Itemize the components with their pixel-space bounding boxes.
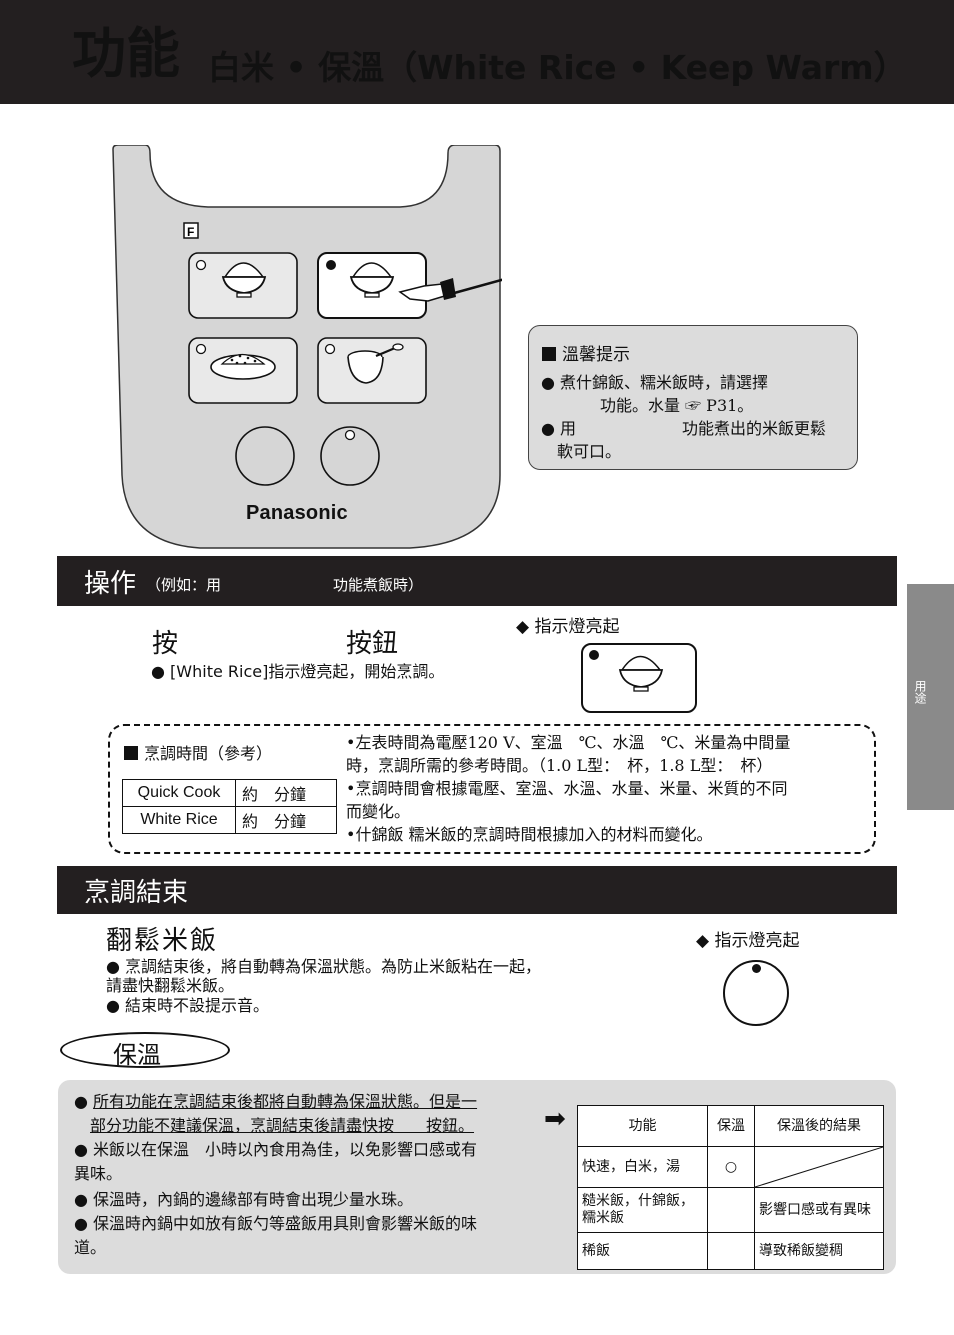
warm-bullet: ● 保溫時內鍋中如放有飯勺等盛飯用具則會影響米飯的味: [74, 1214, 478, 1233]
finish-bullet: 請盡快翻鬆米飯。: [106, 976, 235, 995]
indicator-lit-label: ◆ 指示燈亮起: [516, 617, 620, 637]
step-press: 按: [152, 629, 179, 659]
cooking-time-table: Quick Cook 約 分鐘 White Rice 約 分鐘: [122, 779, 337, 834]
tips-title-text: 溫馨提示: [562, 345, 630, 365]
side-tab: [907, 584, 954, 810]
cook-mode-time: 約 分鐘: [235, 779, 337, 807]
cook-note-line: •什錦飯 糯米飯的烹調時間根據加入的材料而變化。: [346, 825, 713, 844]
header-bar: [0, 0, 954, 104]
tips-box: [528, 325, 858, 470]
table-row: 快速，白米，湯 ○: [577, 1146, 884, 1188]
warm-note-underlined-1: 所有功能在烹調結束後都將自動轉為保溫狀態。但是一: [93, 1092, 478, 1111]
warm-bullet: ● 保溫時，內鍋的邊緣部有時會出現少量水珠。: [74, 1190, 414, 1209]
white-rice-button: [317, 252, 427, 319]
table-row: 糙米飯，什錦飯，糯米飯 影響口感或有異味: [577, 1187, 884, 1233]
table-header: 保溫後的結果: [754, 1105, 884, 1147]
cook-note-line: 時，烹調所需的參考時間。（1.0 L型： 杯，1.8 L型： 杯）: [346, 756, 773, 775]
tips-title: 溫馨提示: [542, 340, 630, 365]
table-cell-warm: ○: [707, 1146, 755, 1188]
tip-line-3b: 功能煮出的米飯更鬆: [682, 419, 827, 438]
warm-note-underlined-2: 部分功能不建議保溫，烹調結束後請盡快按 按鈕。: [90, 1116, 475, 1135]
brown-rice-button: [188, 337, 298, 404]
table-cell-warm: [707, 1187, 755, 1233]
start-button: [235, 426, 295, 486]
fluff-rice-title: 翻鬆米飯: [106, 926, 219, 956]
table-row: Quick Cook 約 分鐘: [122, 779, 337, 807]
keep-warm-oval: [60, 1032, 230, 1068]
warm-note-line-2: 部分功能不建議保溫，烹調結束後請盡快按 按鈕。: [90, 1114, 474, 1138]
operation-title: 操作: [84, 569, 137, 599]
operation-note: （例如：用: [146, 576, 222, 594]
indicator-lamp-icon: [752, 964, 761, 973]
operation-note-2: 功能煮飯時）: [333, 576, 424, 594]
page-title: 功能: [72, 22, 180, 85]
finish-bullet: ● 結束時不設提示音。: [106, 996, 270, 1015]
cook-mode-label: Quick Cook: [122, 779, 236, 807]
table-header: 保溫: [707, 1105, 755, 1147]
finish-section-bar: [57, 866, 897, 914]
square-bullet-icon: [124, 746, 138, 760]
tip-line-4: 軟可口。: [557, 442, 622, 461]
pointing-hand-icon: [398, 278, 502, 302]
square-bullet-icon: [542, 347, 556, 361]
operation-section-bar: [57, 556, 897, 606]
cook-note-line: •烹調時間會根據電壓、室溫、水溫、水量、米量、米質的不同: [346, 779, 788, 798]
control-panel-illustration: F: [112, 145, 502, 549]
table-cell-func: 稀飯: [577, 1232, 708, 1270]
keep-warm-table: 功能 保溫 保溫後的結果 快速，白米，湯 ○ 糙米飯，什錦飯，糯米飯 影響口感或…: [577, 1105, 884, 1270]
side-tab-label: 用途: [913, 680, 927, 704]
menu-f-icon: F: [183, 222, 199, 239]
page-subtitle: 白米 • 保溫（White Rice • Keep Warm）: [208, 48, 907, 87]
cooking-time-title: 烹調時間（參考）: [124, 740, 272, 764]
step-button: 按鈕: [346, 629, 399, 659]
cooking-time-box: [108, 724, 876, 854]
tip-line-1: ● 煮什錦飯、糯米飯時，請選擇: [541, 373, 769, 392]
porridge-button: [317, 337, 427, 404]
cook-mode-label: White Rice: [122, 806, 236, 834]
table-cell-result: 導致稀飯變稠: [754, 1232, 884, 1270]
keep-warm-indicator: [723, 960, 789, 1026]
indicator-lit-label: ◆ 指示燈亮起: [696, 931, 800, 951]
finish-bullet: ● 烹調結束後，將自動轉為保溫狀態。為防止米飯粘在一起，: [106, 957, 542, 976]
table-cell-result: [754, 1146, 884, 1188]
diagonal-line: [755, 1147, 883, 1187]
finish-title: 烹調結束: [84, 878, 189, 908]
tip-line-2: 功能。水量 ☞ P31。: [600, 396, 754, 415]
right-arrow-icon: ➡: [544, 1104, 566, 1134]
brand-logo: Panasonic: [246, 502, 348, 524]
cook-note-line: •左表時間為電壓120 V、室溫 ℃、水溫 ℃、米量為中間量: [346, 733, 791, 752]
warm-bullet: ● 米飯以在保溫 小時以內食用為佳，以免影響口感或有: [74, 1140, 478, 1159]
cooking-time-title-text: 烹調時間（參考）: [144, 744, 273, 763]
f-icon-text: F: [187, 225, 194, 239]
warm-bullet: 異味。: [74, 1164, 123, 1183]
keep-warm-label: 保溫: [113, 1041, 161, 1069]
table-cell-warm: [707, 1232, 755, 1270]
operation-bullet: ● [White Rice]指示燈亮起，開始烹調。: [151, 662, 445, 681]
white-rice-indicator: [581, 643, 697, 713]
table-header-row: 功能 保溫 保溫後的結果: [577, 1105, 884, 1147]
table-cell-func: 糙米飯，什錦飯，糯米飯: [577, 1187, 708, 1233]
rice-bowl-icon: [589, 650, 664, 692]
cook-note-line: 而變化。: [346, 802, 411, 821]
table-row: White Rice 約 分鐘: [122, 806, 337, 834]
cook-mode-time: 約 分鐘: [235, 806, 337, 834]
table-cell-result: 影響口感或有異味: [754, 1187, 884, 1233]
warm-bullet: 道。: [74, 1238, 107, 1257]
warm-note-line-1: ● 所有功能在烹調結束後都將自動轉為保溫狀態。但是一: [74, 1092, 478, 1111]
tip-line-3a: ● 用: [541, 419, 577, 438]
table-row: 稀飯 導致稀飯變稠: [577, 1232, 884, 1270]
keep-warm-cancel-button: [320, 426, 380, 486]
quick-cook-button: [188, 252, 298, 319]
table-header: 功能: [577, 1105, 708, 1147]
table-cell-func: 快速，白米，湯: [577, 1146, 708, 1188]
